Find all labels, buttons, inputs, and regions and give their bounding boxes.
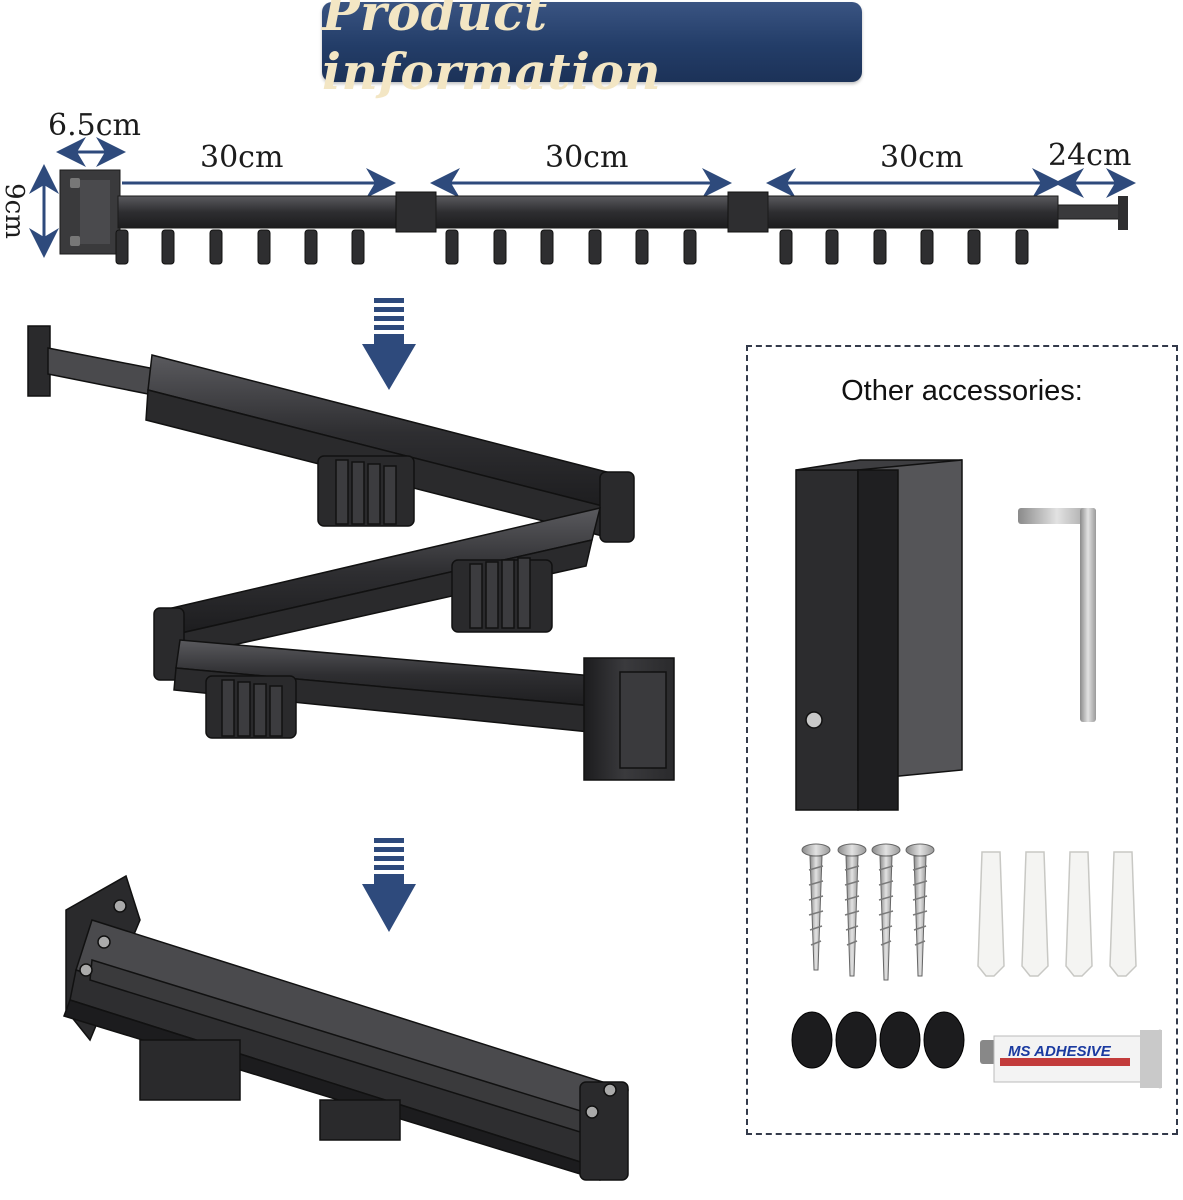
- product-information-banner: Product information: [322, 0, 862, 101]
- screws: [801, 843, 935, 981]
- folded-rack: [63, 874, 629, 1181]
- folding-rack: [27, 325, 675, 781]
- hex-key: [1018, 508, 1096, 722]
- banner-title: Product information: [322, 0, 662, 101]
- accessories-box: [746, 345, 1178, 1135]
- dimension-arrows: [29, 137, 1136, 258]
- wall-anchors: [977, 851, 1137, 977]
- dim-rod-extension: 24cm: [1048, 138, 1132, 173]
- accessories-title: Other accessories:: [841, 375, 1083, 407]
- dim-arm-1: 30cm: [200, 140, 284, 175]
- adhesive-label: MS ADHESIVE: [1008, 1043, 1112, 1060]
- rubber-caps: [791, 1011, 965, 1069]
- wall-bracket: [795, 459, 963, 811]
- down-arrow-icon: [362, 838, 416, 932]
- adhesive-tube: MS ADHESIVE: [980, 1029, 1162, 1089]
- extended-rack: [59, 169, 1128, 265]
- down-arrow-icon: [362, 298, 416, 390]
